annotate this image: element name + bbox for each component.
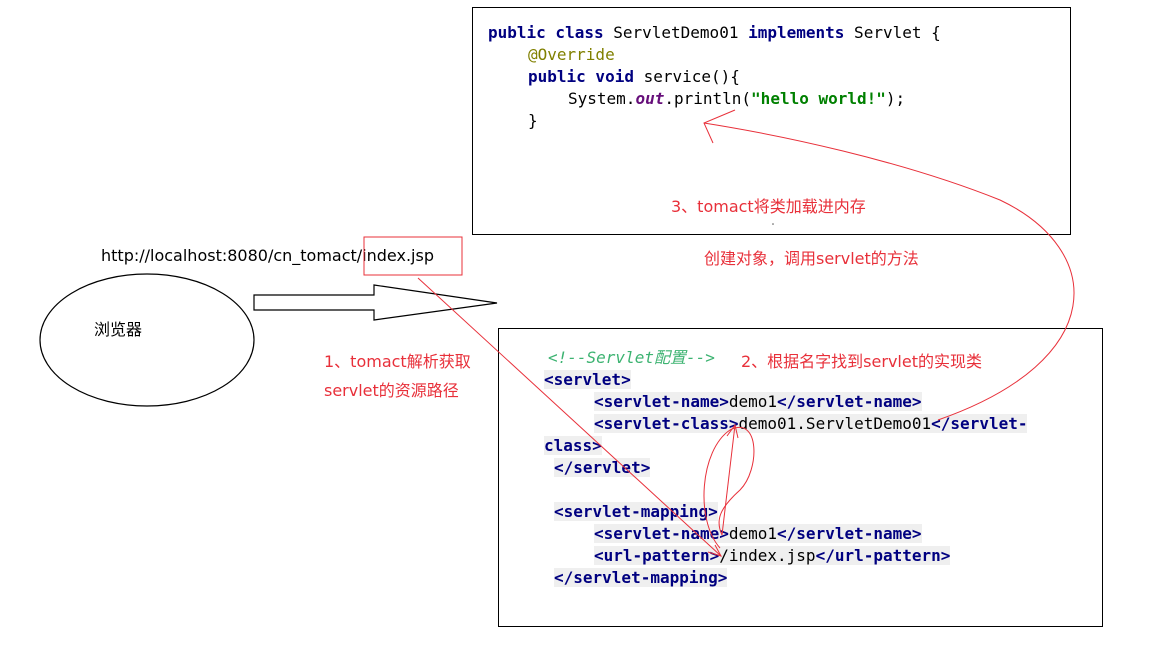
xml-mapping-open: <servlet-mapping> (554, 502, 718, 521)
step3-line2: 创建对象，调用servlet的方法 (704, 249, 919, 268)
browser-label: 浏览器 (94, 320, 143, 339)
xml-comment: <!--Servlet配置--> (548, 348, 715, 367)
xml-mapping-close: </servlet-mapping> (554, 568, 728, 587)
url-prefix: http://localhost:8080/cn_tomact/ (101, 246, 363, 265)
browser-ellipse (39, 273, 255, 407)
request-url: http://localhost:8080/cn_tomact/index.js… (101, 246, 434, 265)
request-block-arrow (253, 284, 498, 321)
java-line-2: @Override (528, 45, 615, 64)
step3-line1: 3、tomact将类加载进内存 (671, 197, 866, 216)
xml-servlet-name: <servlet-name>demo1</servlet-name> (594, 392, 922, 411)
xml-servlet-class: <servlet-class>demo01.ServletDemo01</ser… (594, 414, 1028, 433)
url-resource: index.jsp (362, 246, 434, 265)
java-line-4: System.out.println("hello world!"); (568, 89, 906, 108)
step2-label: 2、根据名字找到servlet的实现类 (741, 352, 982, 371)
step1-line1: 1、tomact解析获取 (324, 352, 471, 371)
java-line-5: } (528, 111, 538, 130)
xml-servlet-open: <servlet> (544, 370, 631, 389)
xml-servlet-class-wrap: class> (544, 436, 602, 455)
xml-mapping-name: <servlet-name>demo1</servlet-name> (594, 524, 922, 543)
step1-line2: servlet的资源路径 (324, 381, 459, 400)
xml-servlet-close: </servlet> (554, 458, 651, 477)
xml-config-box: <!--Servlet配置--> <servlet> <servlet-name… (498, 328, 1103, 627)
java-line-3: public void service(){ (528, 67, 740, 86)
java-line-1: public class ServletDemo01 implements Se… (488, 23, 941, 42)
xml-url-pattern: <url-pattern>/index.jsp</url-pattern> (594, 546, 951, 565)
